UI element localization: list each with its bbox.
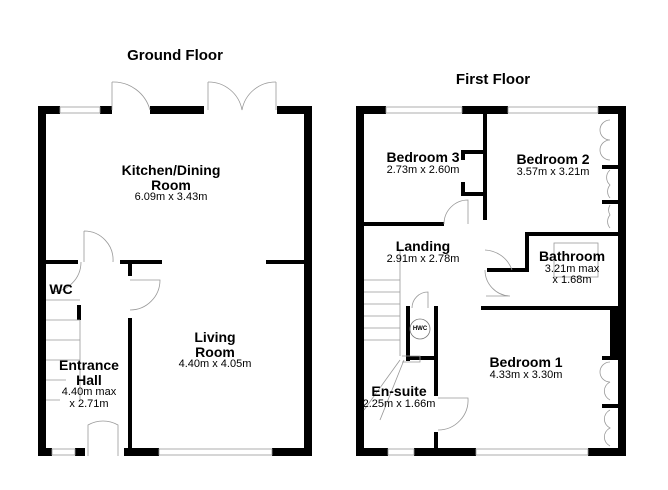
room-bathroom: Bathroom 3.21m max x 1.68m	[539, 249, 605, 287]
ground-floor-title: Ground Floor	[127, 47, 223, 64]
room-bedroom-3: Bedroom 3 2.73m x 2.60m	[386, 150, 459, 176]
room-dimensions: 6.09m x 3.43m	[134, 191, 208, 204]
room-bedroom-2: Bedroom 2 3.57m x 3.21m	[516, 152, 589, 178]
room-name: Room	[195, 343, 235, 360]
room-name: Bedroom 2	[516, 151, 590, 167]
first-floor-fixtures	[363, 106, 611, 456]
room-dimensions: 2.73m x 2.60m	[386, 163, 460, 176]
room-dimensions: 3.21m max	[544, 262, 600, 275]
first-floor-walls	[356, 106, 626, 456]
room-living: Living Room 4.40m x 4.05m	[179, 330, 252, 371]
room-name: Kitchen/Dining	[121, 162, 221, 178]
room-en-suite: En-suite 2.25m x 1.66m	[363, 384, 436, 410]
room-dimensions: 4.33m x 3.30m	[489, 368, 563, 381]
room-dimensions: x 2.71m	[69, 397, 109, 410]
room-kitchen-dining: Kitchen/Dining Room 6.09m x 3.43m	[122, 163, 221, 204]
room-name: Landing	[395, 238, 451, 254]
room-name: Bedroom 1	[489, 354, 563, 370]
room-name: Hall	[76, 371, 102, 388]
room-name: Living	[194, 329, 236, 345]
room-dimensions: 2.25m x 1.66m	[362, 397, 436, 410]
room-name: Bathroom	[538, 248, 606, 264]
first-floor-title: First Floor	[455, 71, 531, 88]
room-dimensions: 3.57m x 3.21m	[516, 165, 590, 178]
room-wc: WC	[49, 282, 72, 297]
ground-floor-walls	[38, 106, 312, 456]
room-dimensions: 4.40m x 4.05m	[178, 358, 252, 371]
room-name: Bedroom 3	[386, 149, 460, 165]
room-name: En-suite	[371, 383, 427, 399]
room-dimensions: 2.91m x 2.78m	[386, 252, 460, 265]
room-name: Entrance	[59, 357, 119, 373]
room-landing: Landing 2.91m x 2.78m	[387, 239, 460, 265]
room-entrance-hall: Entrance Hall 4.40m max x 2.71m	[59, 358, 119, 410]
room-dimensions: 4.40m max	[61, 386, 117, 399]
room-name: Room	[151, 176, 191, 193]
ground-floor-fixtures	[46, 81, 277, 456]
hot-water-cylinder-label: HWC	[412, 326, 428, 332]
room-dimensions: x 1.68m	[552, 274, 592, 287]
room-name: WC	[49, 281, 73, 297]
room-bedroom-1: Bedroom 1 4.33m x 3.30m	[489, 355, 562, 381]
